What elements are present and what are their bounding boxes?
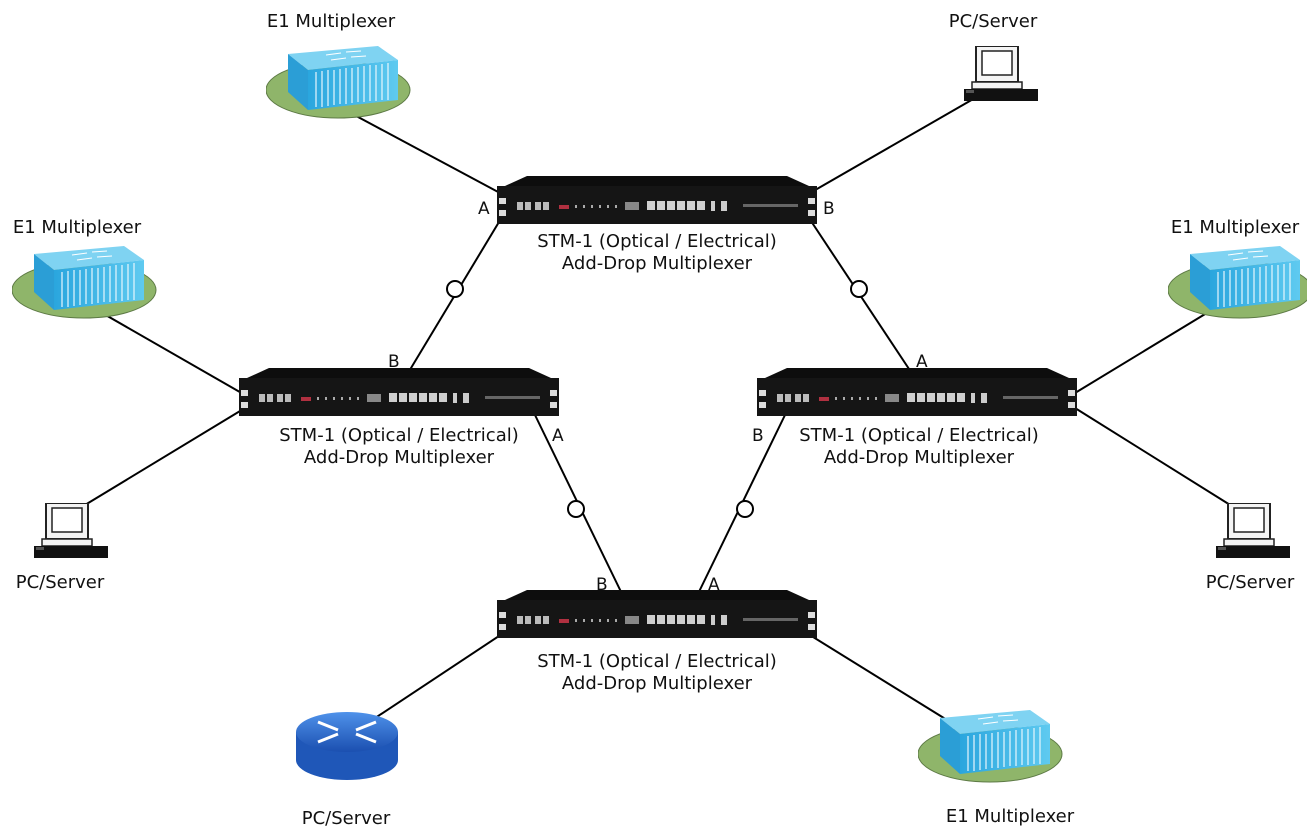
adm-left-device (239, 368, 559, 416)
link-e1-left-adm-left (89, 305, 246, 396)
fiber-loop-icon (446, 280, 464, 298)
adm-bottom-label-line2: Add-Drop Multiplexer (561, 673, 753, 694)
fiber-loop-icon (567, 500, 585, 518)
port-label-top-b: B (823, 199, 835, 219)
adm-top-label: STM-1 (Optical / Electrical) Add-Drop Mu… (537, 231, 776, 275)
e1-mux-top-icon (266, 45, 411, 119)
e1-mux-left-icon (12, 245, 157, 319)
router-label: PC/Server (301, 808, 391, 829)
port-label-right-a: A (916, 352, 928, 372)
adm-right-device (757, 368, 1077, 416)
adm-bottom-label-line1: STM-1 (Optical / Electrical) (537, 651, 777, 672)
e1-right-label: E1 Multiplexer (1170, 217, 1300, 238)
adm-left-label-line2: Add-Drop Multiplexer (303, 447, 495, 468)
pc-left-icon (33, 503, 109, 559)
adm-right-label-line2: Add-Drop Multiplexer (823, 447, 1015, 468)
link-e1-top-adm-top (344, 109, 501, 194)
fiber-loop-markers (446, 280, 868, 518)
e1-mux-bottom-icon (918, 709, 1063, 783)
adm-top-device (497, 176, 817, 224)
link-adm-right-e1-right (1074, 304, 1221, 394)
adm-bottom-device (497, 590, 817, 638)
adm-left-label: STM-1 (Optical / Electrical) Add-Drop Mu… (279, 425, 518, 469)
port-label-left-b: B (388, 352, 400, 372)
port-label-left-a: A (552, 426, 564, 446)
link-adm-left-pc-left (79, 407, 246, 509)
pc-right-icon (1215, 503, 1291, 559)
adm-top-label-line1: STM-1 (Optical / Electrical) (537, 231, 777, 252)
pc-left-label: PC/Server (15, 572, 105, 593)
pc-top-label: PC/Server (948, 11, 1038, 32)
adm-top-label-line2: Add-Drop Multiplexer (561, 253, 753, 274)
router-icon (296, 712, 398, 780)
e1-top-label: E1 Multiplexer (266, 11, 396, 32)
e1-mux-right-icon (1168, 245, 1307, 319)
e1-left-label: E1 Multiplexer (12, 217, 142, 238)
pc-top-icon (963, 46, 1039, 102)
link-adm-top-pc-top (809, 97, 976, 194)
pc-right-label: PC/Server (1205, 572, 1295, 593)
port-label-top-a: A (478, 199, 490, 219)
adm-right-label: STM-1 (Optical / Electrical) Add-Drop Mu… (799, 425, 1038, 469)
link-adm-right-pc-right (1074, 407, 1236, 509)
link-adm-bottom-e1-bottom (804, 631, 961, 729)
fiber-loop-icon (850, 280, 868, 298)
port-label-right-b: B (752, 426, 764, 446)
e1-bottom-label: E1 Multiplexer (945, 806, 1075, 827)
adm-left-label-line1: STM-1 (Optical / Electrical) (279, 425, 519, 446)
connection-lines (79, 97, 1236, 739)
port-label-bottom-b: B (596, 575, 608, 595)
adm-bottom-label: STM-1 (Optical / Electrical) Add-Drop Mu… (537, 651, 776, 695)
adm-right-label-line1: STM-1 (Optical / Electrical) (799, 425, 1039, 446)
port-label-bottom-a: A (708, 575, 720, 595)
fiber-loop-icon (736, 500, 754, 518)
